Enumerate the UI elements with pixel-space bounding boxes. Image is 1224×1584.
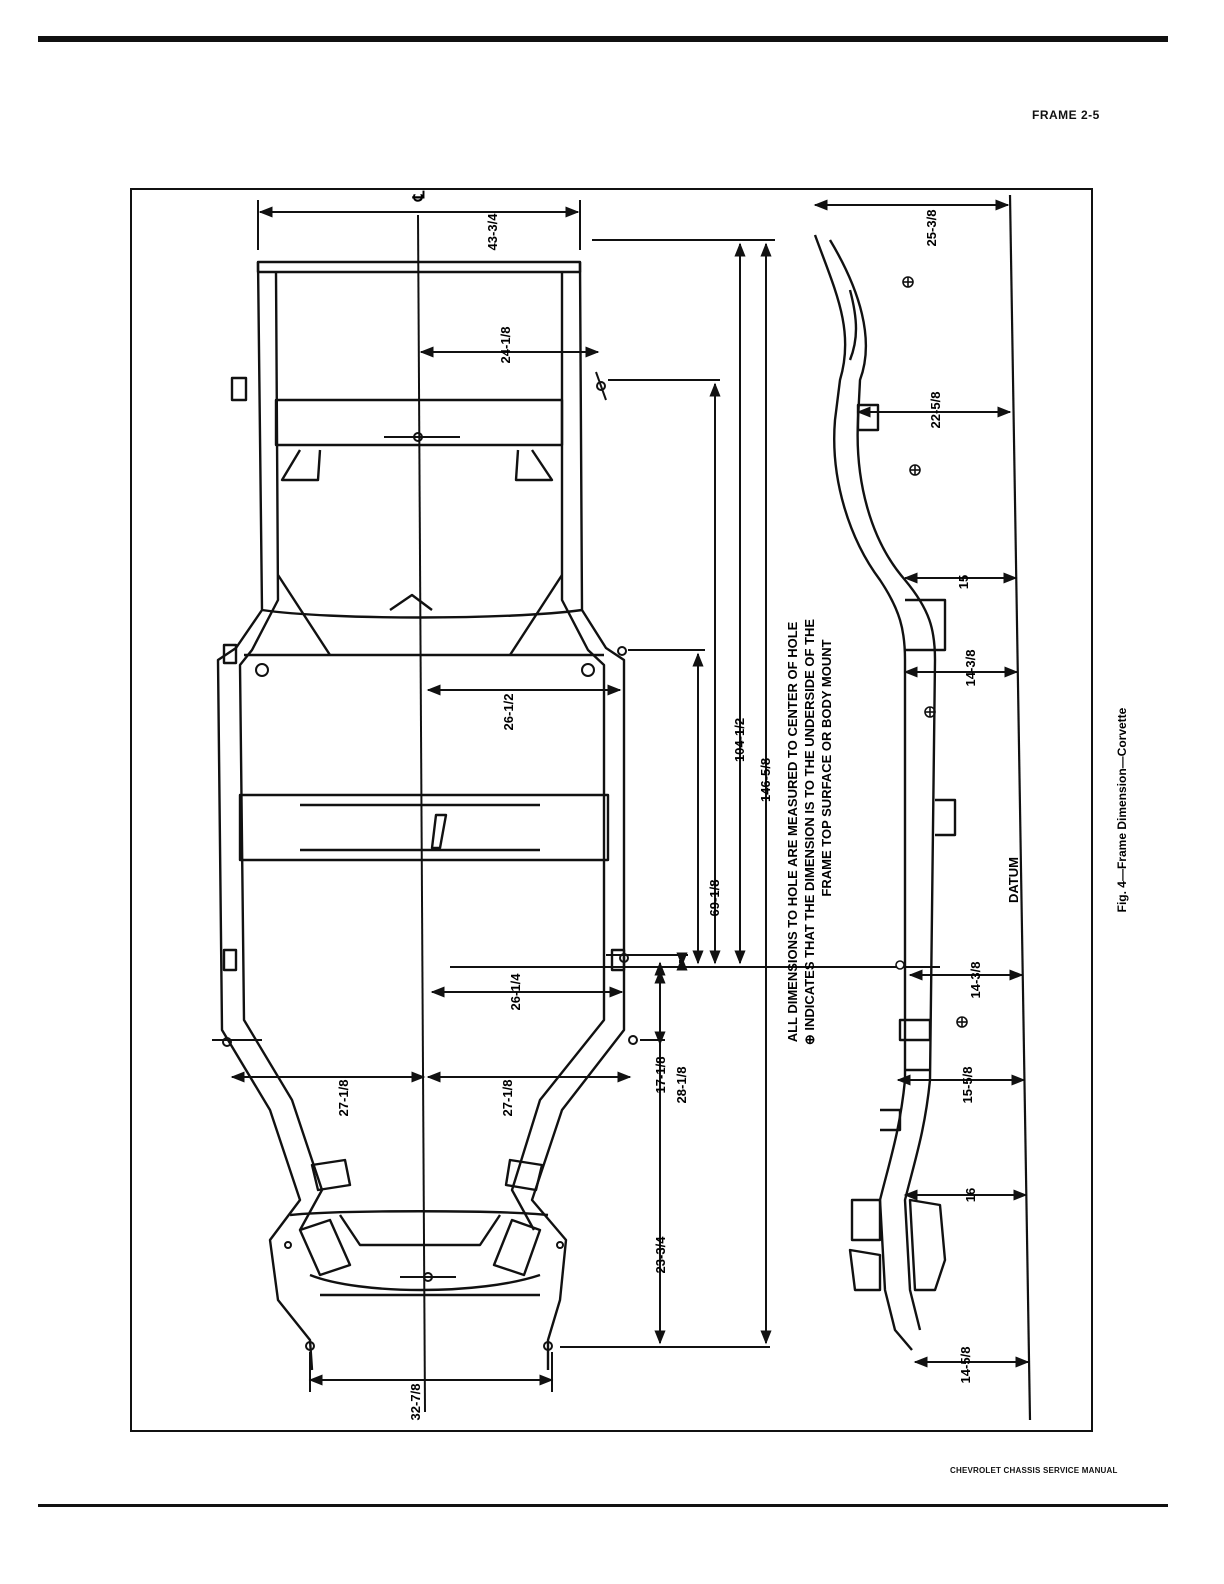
dim-length-146: 146-5/8 — [758, 758, 773, 802]
dim-kickup-height: 15 — [956, 575, 971, 589]
dim-length-69: 69-1/8 — [707, 880, 722, 917]
centerline — [417, 214, 426, 1413]
dim-overall-width: 43-3/4 — [485, 213, 500, 251]
dim-left-half-width-front: 27-1/8 — [336, 1080, 351, 1117]
centerline-symbol: ℄ — [411, 190, 428, 202]
side-dimension-lines — [813, 199, 1030, 1368]
datum-label: DATUM — [1006, 857, 1021, 903]
datum-line — [1008, 194, 1032, 1421]
dim-half-width-rear: 24-1/8 — [498, 327, 513, 364]
plan-dimension-lines — [230, 200, 940, 1392]
dim-mid-height: 14-3/8 — [968, 962, 983, 999]
dim-front-length: 23-3/4 — [653, 1236, 668, 1274]
dim-front-height: 16 — [963, 1188, 978, 1202]
dim-half-width-mid: 26-1/4 — [508, 973, 523, 1011]
mount-markers — [212, 371, 642, 1278]
dim-rear-mount-height: 22-5/8 — [928, 392, 943, 429]
manual-footer: CHEVROLET CHASSIS SERVICE MANUAL — [950, 1466, 1118, 1475]
plan-dimension-labels: 43-3/4 24-1/8 26-1/2 26-1/4 27-1/8 27-1/… — [336, 190, 773, 1420]
dim-rear-height: 25-3/8 — [924, 210, 939, 247]
figure-caption: Fig. 4—Frame Dimension—Corvette — [1115, 707, 1129, 912]
section-header: FRAME 2-5 — [1032, 108, 1100, 122]
dim-front-mount-height: 15-5/8 — [960, 1067, 975, 1104]
dim-right-half-width-front: 27-1/8 — [500, 1080, 515, 1117]
dim-length-104: 104-1/2 — [732, 718, 747, 762]
side-view-body-mount-symbols — [895, 276, 968, 1028]
dim-front-end-height: 14-5/8 — [958, 1347, 973, 1384]
figure-notes: ALL DIMENSIONS TO HOLE ARE MEASURED TO C… — [785, 619, 834, 1046]
note-line-1: ALL DIMENSIONS TO HOLE ARE MEASURED TO C… — [785, 621, 800, 1042]
top-rule — [38, 36, 1168, 42]
dim-length-28: 28-1/8 — [674, 1067, 689, 1104]
bottom-rule — [38, 1504, 1168, 1507]
dim-length-17: 17-1/8 — [653, 1057, 668, 1094]
figure-frame — [130, 188, 1093, 1432]
dim-kickup-mount-height: 14-3/8 — [963, 650, 978, 687]
frame-side-view — [813, 234, 957, 1351]
frame-plan-holes — [222, 381, 638, 1351]
dim-front-width: 32-7/8 — [408, 1384, 423, 1421]
dim-half-width-kickup: 26-1/2 — [501, 694, 516, 731]
side-dimension-labels: 25-3/8 22-5/8 15 14-3/8 14-3/8 15-5/8 16… — [924, 210, 983, 1384]
note-line-3: FRAME TOP SURFACE OR BODY MOUNT — [819, 639, 834, 896]
frame-plan-view — [216, 260, 626, 1371]
note-line-2: ⊕ INDICATES THAT THE DIMENSION IS TO THE… — [802, 619, 817, 1046]
